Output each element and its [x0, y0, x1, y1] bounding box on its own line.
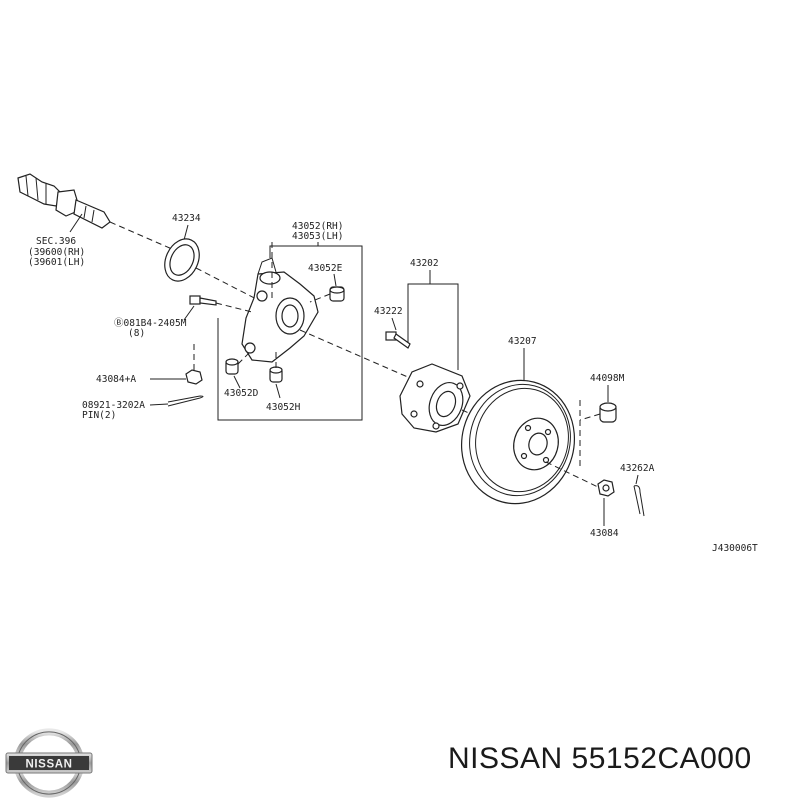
- leader-43262a: [635, 474, 639, 485]
- bolt-081b4: [189, 295, 217, 306]
- label-pin-part: 08921-3202A: [82, 400, 145, 411]
- label-43207: 43207: [508, 336, 537, 347]
- label-43234: 43234: [172, 213, 201, 224]
- leader-43052d: [233, 375, 241, 389]
- main-axis-line: [299, 329, 411, 379]
- leader-43222: [391, 317, 397, 331]
- label-43084: 43084: [590, 528, 619, 539]
- label-bolt-qty: (8): [128, 328, 145, 339]
- label-43052rh: 43052(RH): [292, 221, 343, 232]
- label-43052e: 43052E: [308, 263, 343, 274]
- label-43053lh: 43053(LH): [292, 231, 343, 242]
- label-43052d: 43052D: [224, 388, 259, 399]
- steering-knuckle: [241, 257, 319, 363]
- bushing-43052h: [269, 366, 283, 383]
- wheel-hub: [399, 363, 471, 433]
- logo-text: NISSAN: [25, 759, 72, 771]
- label-43052h: 43052H: [266, 402, 301, 413]
- nut-43084: [597, 479, 615, 497]
- brake-disc: [460, 379, 576, 505]
- dust-cap: [599, 402, 617, 423]
- cap-axis-line: [579, 413, 601, 421]
- leader-pin: [149, 403, 169, 406]
- label-sec-lh: (39601(LH): [28, 257, 85, 268]
- label-44098m: 44098M: [590, 373, 625, 384]
- label-43202: 43202: [410, 258, 439, 269]
- label-43222: 43222: [374, 306, 403, 317]
- leader-43052h: [275, 383, 281, 399]
- nissan-logo: NISSAN: [5, 728, 93, 798]
- cotter-pin: [167, 395, 204, 407]
- footer-title: NISSAN 55152CA000: [448, 742, 752, 775]
- bolt-axis-line: [215, 302, 253, 313]
- seal-axis-line: [195, 267, 271, 307]
- leader-bolt: [183, 305, 195, 321]
- bushing-43052d: [225, 358, 239, 375]
- label-43262a: 43262A: [620, 463, 655, 474]
- diagram-reference: J430006T: [712, 543, 758, 554]
- cotter-pin-43262a: [633, 485, 645, 517]
- seal-ring: [164, 238, 200, 282]
- leader-43052e: [333, 273, 337, 287]
- leader-43234: [183, 224, 189, 241]
- leader-sec: [69, 213, 83, 233]
- bushing-e-axis: [309, 293, 331, 303]
- label-sec-rh: (39600(RH): [28, 247, 85, 258]
- label-bolt: Ⓑ081B4-2405M: [114, 318, 187, 329]
- label-43084a: 43084+A: [96, 374, 136, 385]
- nut-43084a: [185, 369, 203, 385]
- bushing-43052e: [329, 286, 345, 302]
- hub-callout-bracket: [407, 283, 459, 370]
- label-pin-qty: PIN(2): [82, 410, 116, 421]
- label-sec: SEC.396: [36, 236, 76, 247]
- hub-bolt: [385, 331, 411, 349]
- drive-shaft: [17, 173, 111, 229]
- bushing-d-axis: [237, 351, 251, 365]
- knuckle-callout-box: [217, 245, 363, 421]
